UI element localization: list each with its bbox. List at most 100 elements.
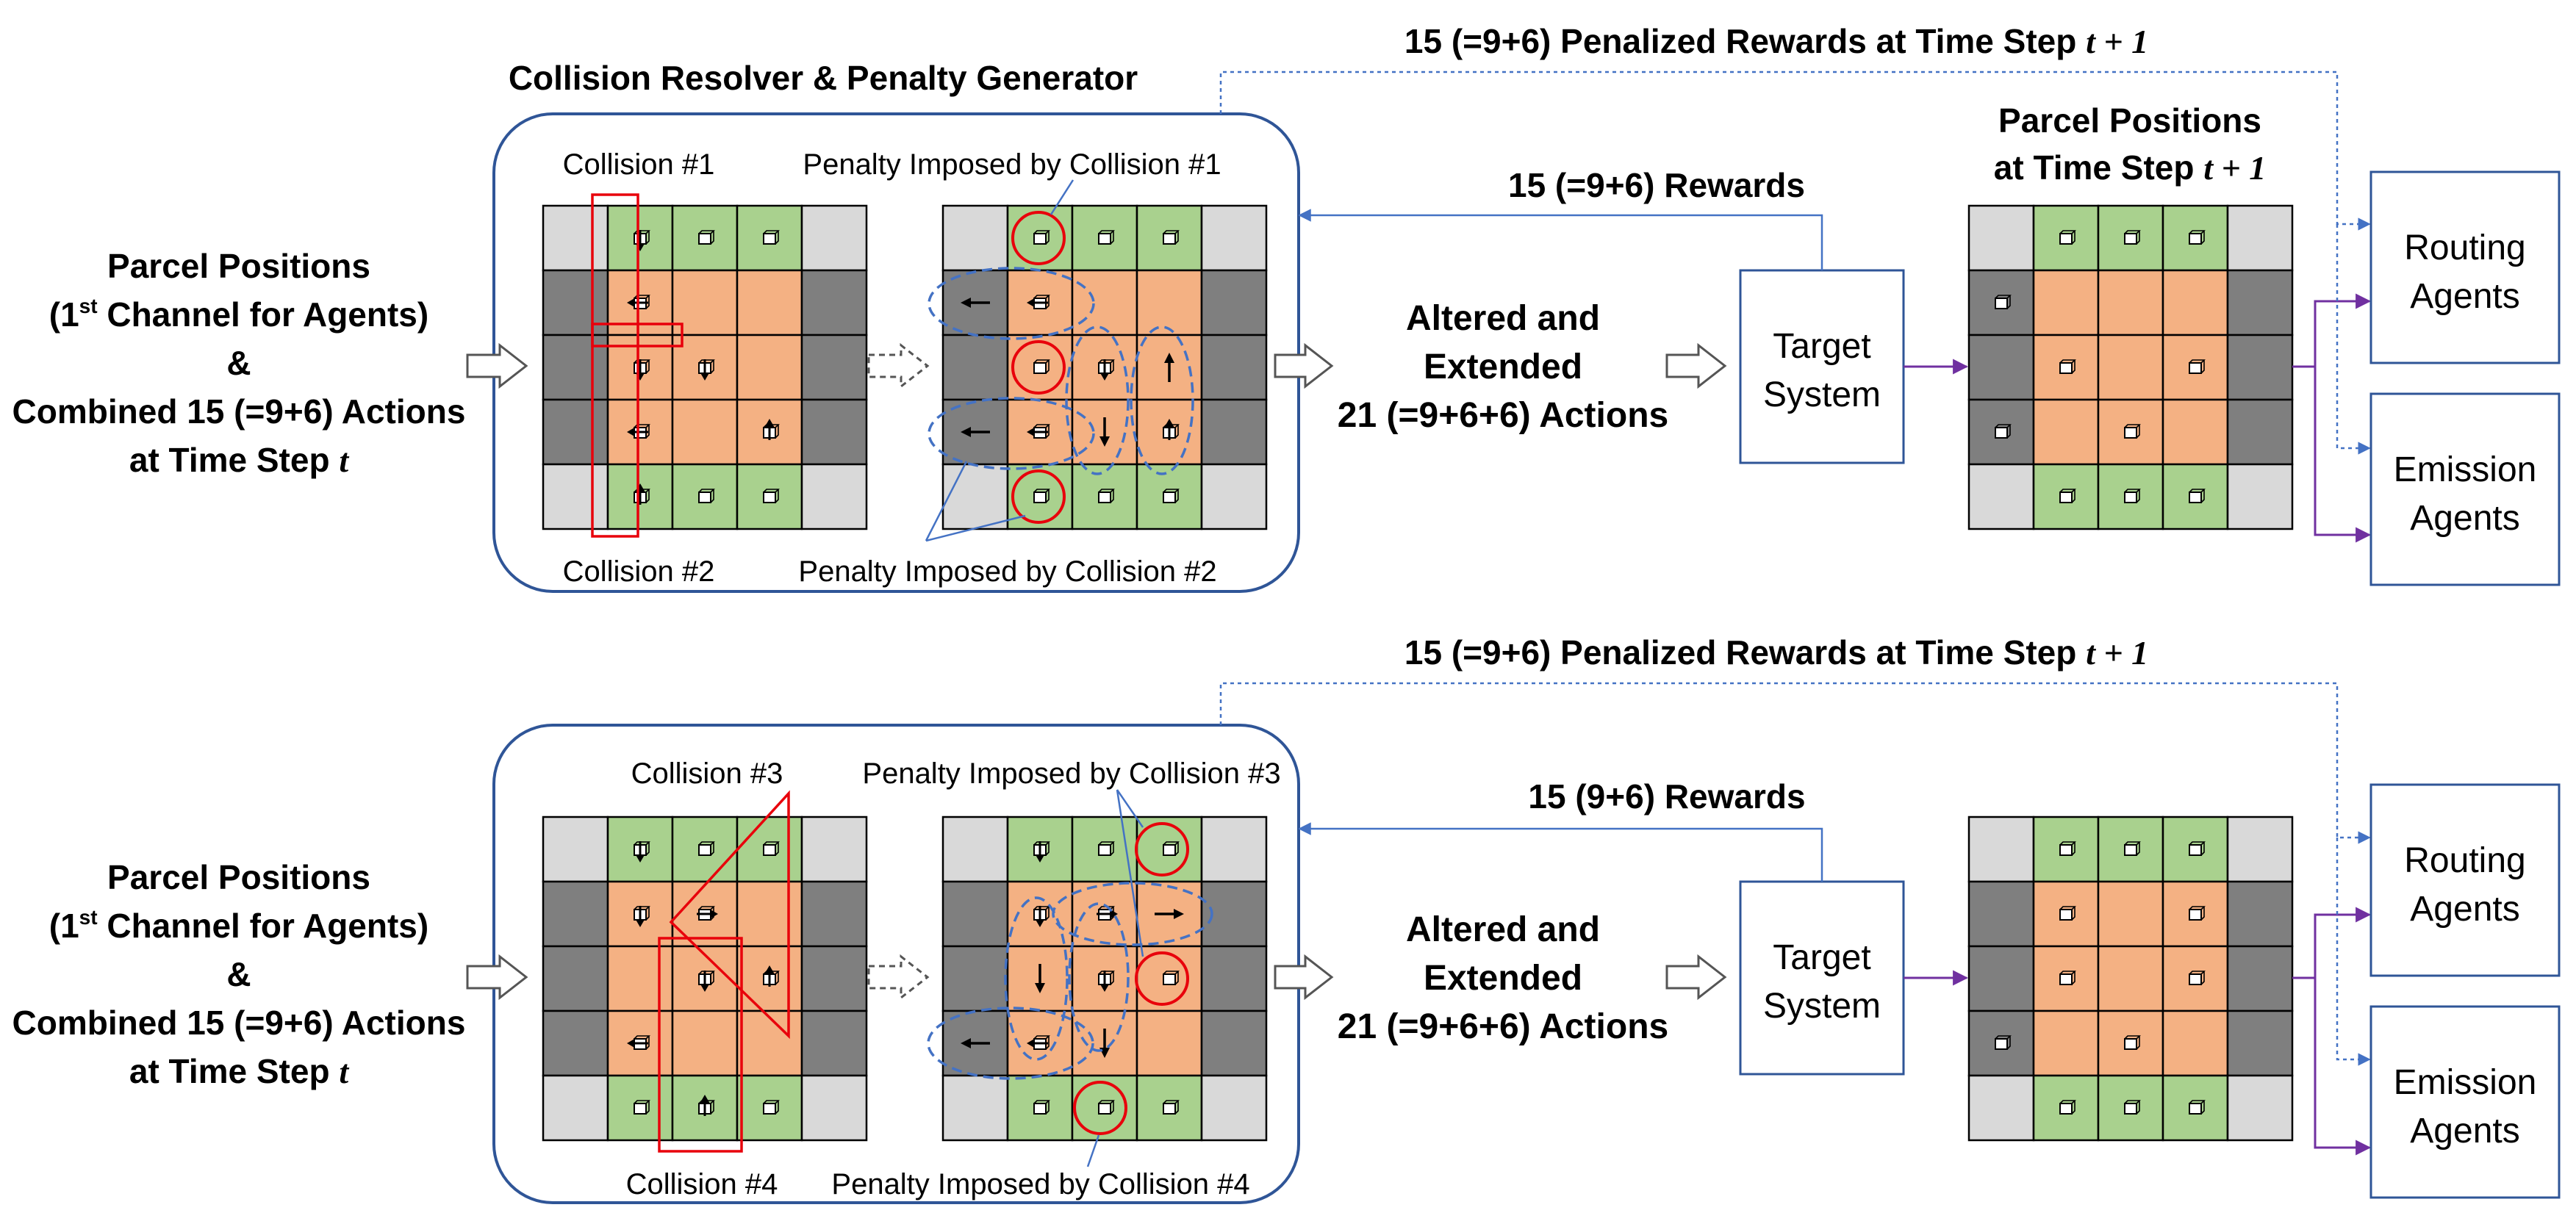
grid-cell-lane bbox=[941, 334, 1009, 401]
penalty-ellipse bbox=[1068, 902, 1130, 1052]
action-arrow-head bbox=[1164, 419, 1174, 427]
resolved-arrow-head bbox=[1164, 353, 1174, 363]
grid-cell-lane bbox=[542, 880, 609, 948]
parcel-icon bbox=[2124, 427, 2137, 439]
parcel-icon bbox=[2189, 233, 2202, 245]
penalty-callout bbox=[1050, 179, 1074, 215]
parcel-icon-edge bbox=[1033, 906, 1050, 921]
grid-cell-inner bbox=[2097, 880, 2164, 948]
grid-cell-lane bbox=[542, 334, 609, 401]
resolved-arrow-head bbox=[961, 1038, 971, 1048]
parcel-icon-edge bbox=[698, 841, 715, 856]
parcel-icon bbox=[2059, 844, 2073, 856]
penalized-rewards-label: 15 (=9+6) Penalized Rewards at Time Step… bbox=[1404, 22, 2148, 60]
penalized-rewards-label: 15 (=9+6) Penalized Rewards at Time Step… bbox=[1404, 633, 2148, 672]
collision-label-2: Collision #2 bbox=[563, 555, 715, 588]
parcel-icon-edge bbox=[763, 489, 780, 503]
penalty-label-4: Penalty Imposed by Collision #4 bbox=[831, 1168, 1249, 1200]
collision-resolver-panel bbox=[492, 112, 1300, 593]
target-system-line2: System bbox=[1763, 987, 1881, 1026]
action-arrow-head bbox=[1027, 1038, 1035, 1048]
target-system-box bbox=[1739, 880, 1905, 1076]
penalty-callout bbox=[1086, 1134, 1100, 1167]
penalty-label-3: Penalty Imposed by Collision #3 bbox=[862, 757, 1280, 790]
grid-cell-inner bbox=[736, 269, 803, 336]
action-arrow-head bbox=[627, 1038, 635, 1048]
parcel-icon-edge bbox=[2059, 841, 2076, 856]
grid-cell-lane bbox=[800, 269, 868, 336]
emission-agents-line2: Agents bbox=[2410, 499, 2519, 538]
parcel-icon-edge bbox=[1098, 841, 1115, 856]
parcel-icon-edge bbox=[634, 295, 650, 309]
resolve-arrow bbox=[867, 342, 930, 389]
grid-cell-lane bbox=[2226, 945, 2294, 1012]
action-arrow-head bbox=[635, 919, 645, 927]
parcel-icon-edge bbox=[1163, 971, 1180, 985]
parcel-icon-edge bbox=[698, 906, 715, 921]
parcel-icon-edge bbox=[1033, 1035, 1050, 1050]
grid-cell-lane bbox=[2226, 334, 2294, 401]
left-input-line3: & bbox=[226, 955, 251, 993]
parcel-icon bbox=[2189, 1103, 2202, 1115]
penalty-ellipse bbox=[1130, 325, 1194, 475]
parcel-icon-edge bbox=[698, 230, 715, 245]
grid-cell-corner bbox=[1967, 204, 2035, 272]
grid-cell-corner bbox=[542, 463, 609, 530]
grid-cell-corner bbox=[2226, 463, 2294, 530]
parcel-icon bbox=[1163, 844, 1176, 856]
grid-cell-inner bbox=[1071, 269, 1138, 336]
grid-after-resolution bbox=[941, 204, 1268, 530]
parcel-icon-edge bbox=[1033, 489, 1050, 503]
penalty-circle bbox=[1135, 951, 1189, 1006]
grid-cell-lane bbox=[542, 945, 609, 1012]
left-input-line2: (1st Channel for Agents) bbox=[49, 295, 428, 334]
action-arrow-head bbox=[1035, 919, 1045, 927]
penalty-ellipse bbox=[927, 1007, 1094, 1080]
grid-before-resolution bbox=[542, 204, 868, 530]
grid-cell-corner bbox=[1967, 463, 2035, 530]
emission-agents-box bbox=[2369, 392, 2561, 586]
parcel-icon bbox=[2059, 973, 2073, 985]
parcel-icon-edge bbox=[1995, 1035, 2012, 1050]
penalty-ellipse bbox=[1065, 325, 1130, 475]
penalty-circle bbox=[1135, 822, 1189, 876]
grid-cell-corner bbox=[542, 1074, 609, 1142]
parcel-next-line2: at Time Step t + 1 bbox=[1994, 148, 2266, 187]
parcel-icon bbox=[1033, 1103, 1047, 1115]
penalized-to-emission-arrow bbox=[2336, 224, 2371, 455]
parcel-icon-edge bbox=[2189, 489, 2206, 503]
grid-cell-lane bbox=[542, 398, 609, 466]
parcel-icon-edge bbox=[634, 1035, 650, 1050]
emission-agents-line1: Emission bbox=[2394, 450, 2537, 489]
grid-cell-lane bbox=[941, 945, 1009, 1012]
parcel-icon bbox=[1098, 844, 1111, 856]
parcel-icon bbox=[1163, 492, 1176, 503]
parcel-icon-edge bbox=[634, 359, 650, 374]
collision-label-1: Collision #1 bbox=[563, 148, 715, 181]
collision-marker-4 bbox=[658, 937, 743, 1153]
parcel-icon bbox=[2124, 844, 2137, 856]
parcel-icon-edge bbox=[2059, 971, 2076, 985]
parcel-icon bbox=[698, 492, 711, 503]
parcel-icon-edge bbox=[2124, 841, 2141, 856]
grid-cell-lane bbox=[542, 269, 609, 336]
parcel-icon bbox=[698, 233, 711, 245]
parcel-icon bbox=[1098, 233, 1111, 245]
parcel-icon bbox=[2059, 492, 2073, 503]
parcel-icon-edge bbox=[698, 971, 715, 985]
parcel-icon bbox=[2189, 844, 2202, 856]
resolved-arrow-head bbox=[961, 427, 971, 437]
grid-cell-corner bbox=[2226, 1074, 2294, 1142]
parcel-icon-edge bbox=[2059, 230, 2076, 245]
left-input-line3: & bbox=[226, 344, 251, 382]
parcel-icon bbox=[2124, 1103, 2137, 1115]
parcel-icon bbox=[2059, 362, 2073, 374]
grid-cell-inner bbox=[2097, 334, 2164, 401]
grid-next-positions bbox=[1967, 204, 2294, 530]
action-arrow-head bbox=[710, 909, 718, 919]
grid-cell-lane bbox=[941, 880, 1009, 948]
penalty-ellipse bbox=[1052, 882, 1213, 946]
parcel-icon-edge bbox=[2059, 359, 2076, 374]
penalty-ellipse bbox=[928, 267, 1095, 340]
